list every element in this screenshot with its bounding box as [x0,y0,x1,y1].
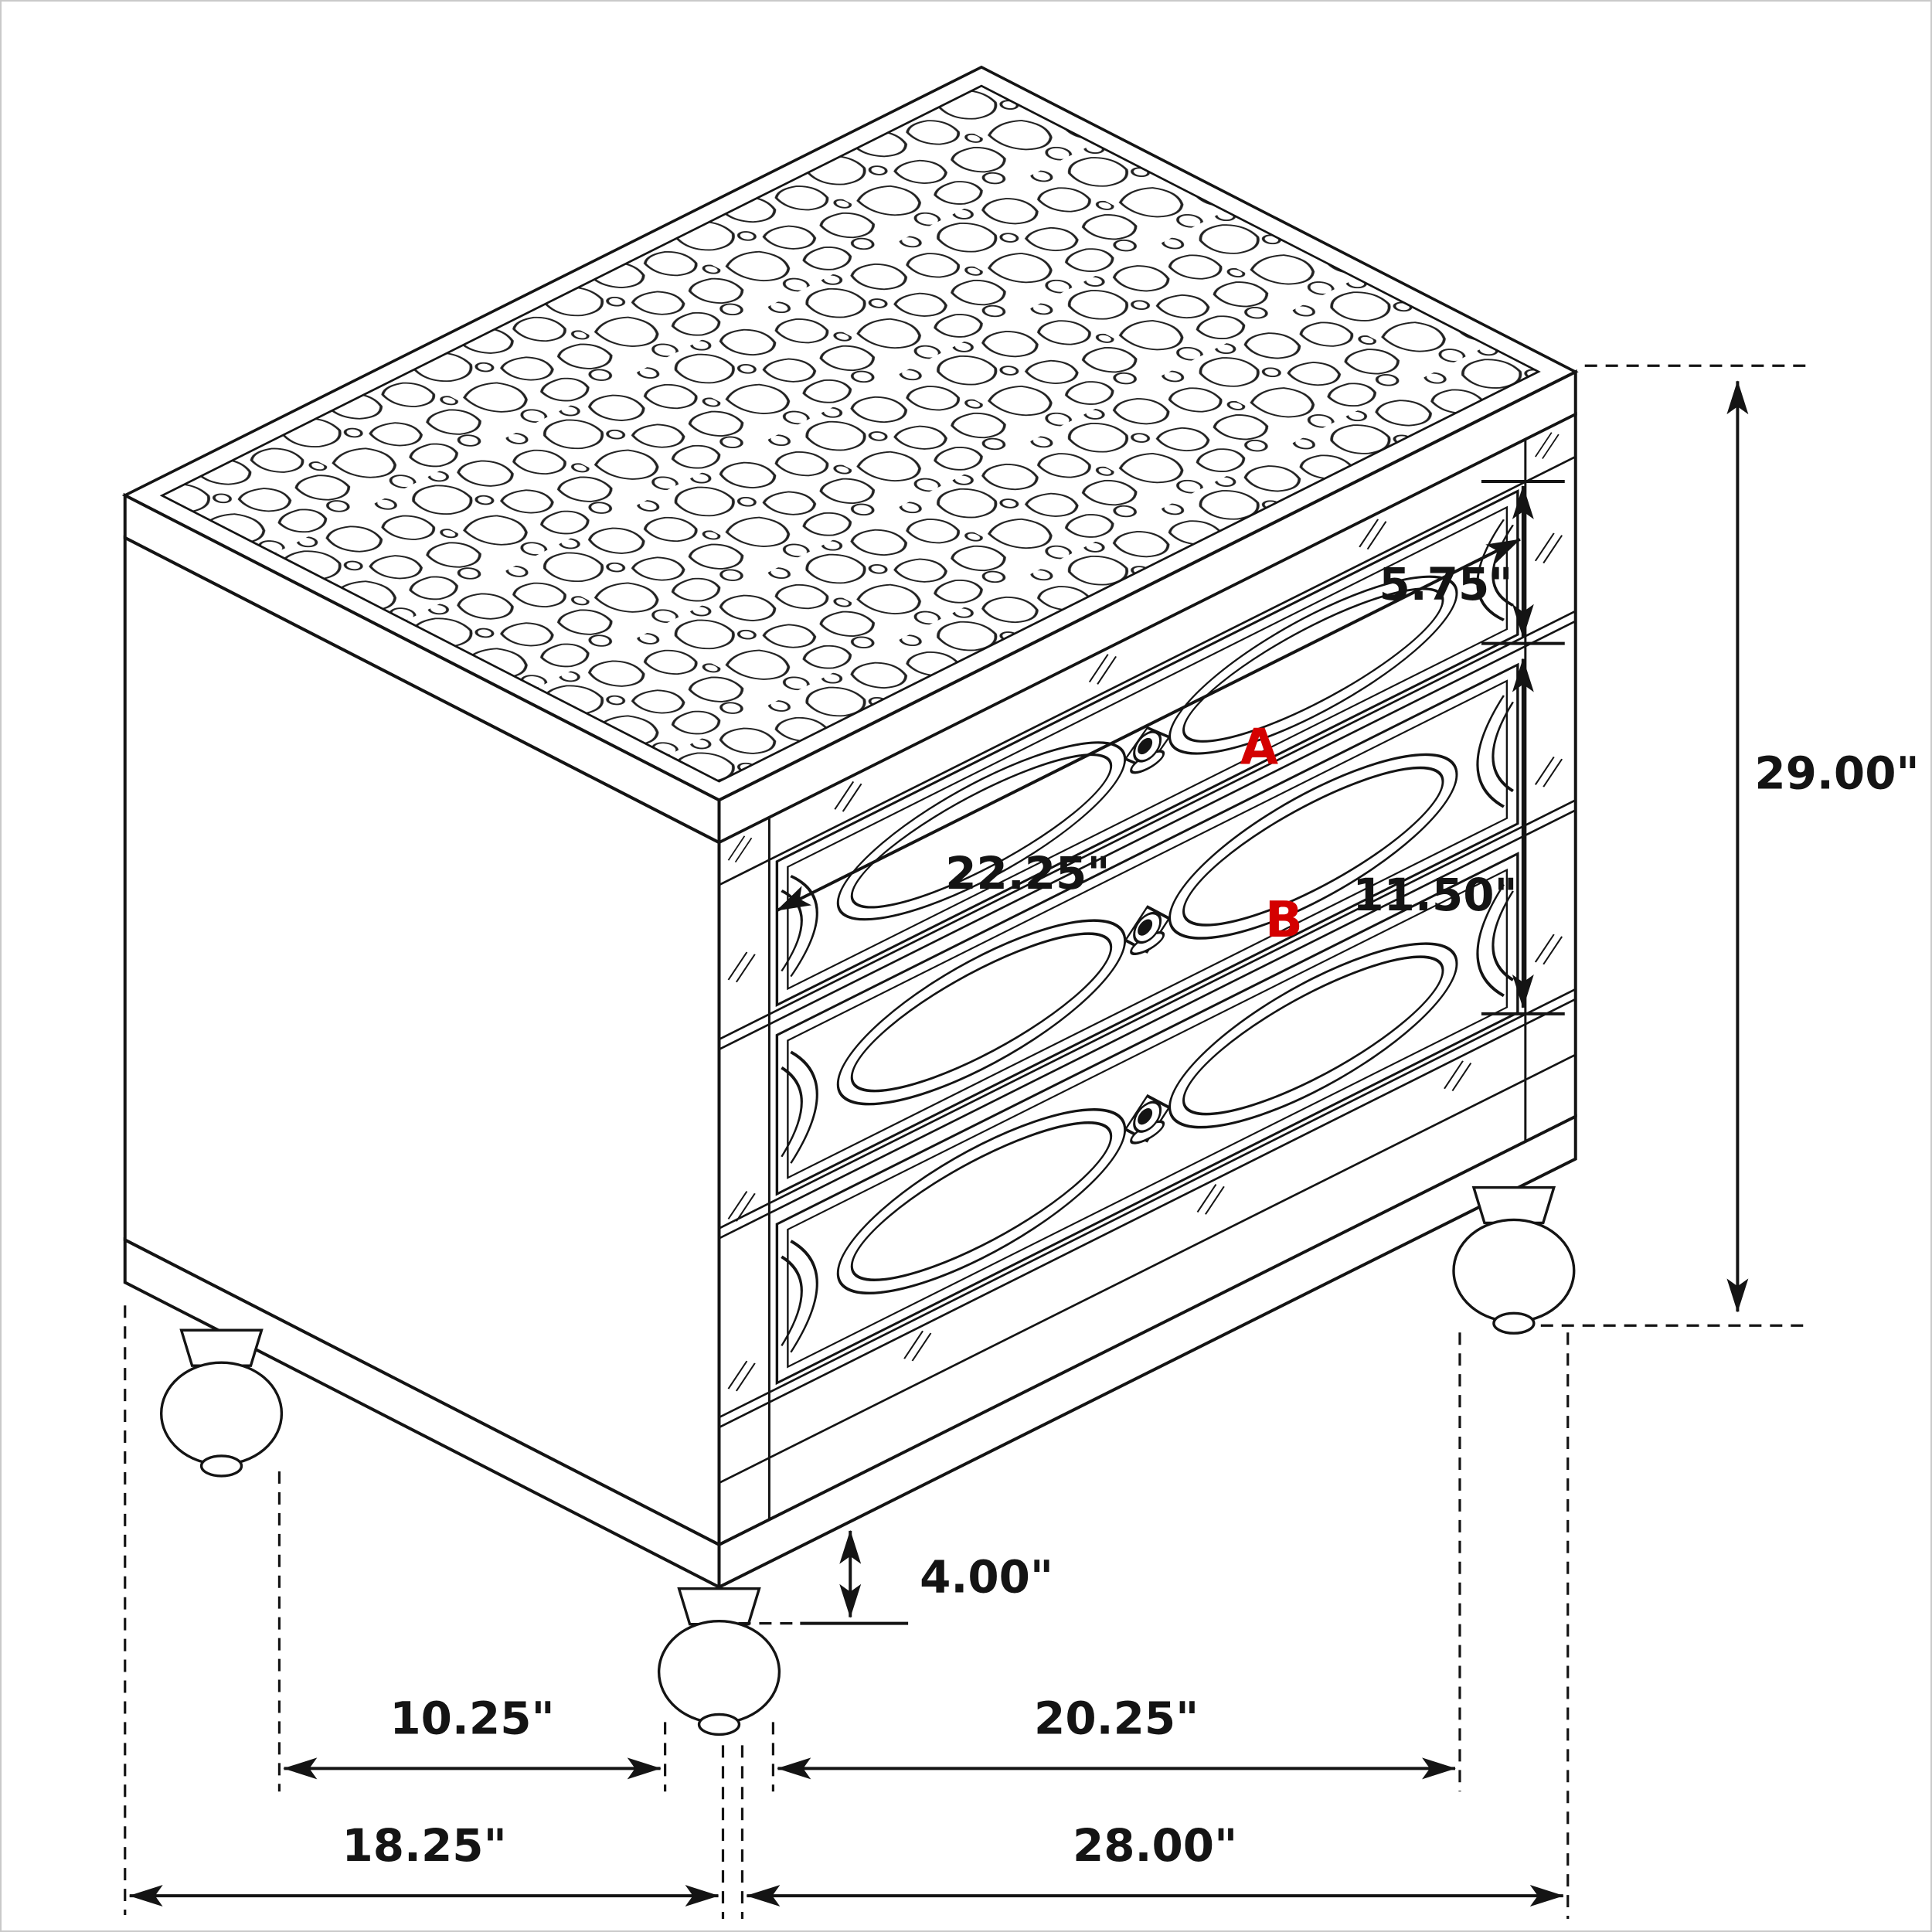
bottom-drawer-height-label: 11.50" [1352,869,1517,921]
overall-width-label: 28.00" [1073,1819,1237,1872]
foot-height-label: 4.00" [920,1551,1053,1604]
side-foot-spacing-label: 10.25" [389,1692,554,1744]
front-left-foot [657,1587,781,1736]
drawer-width-arrow [776,538,1521,912]
overall-height-label: 29.00" [1754,747,1919,799]
marker-b: B [1265,892,1303,949]
drawer-3-inner-border [787,868,1509,1369]
top-drawer-height-label: 5.75" [1379,558,1513,611]
drawer-width-label: 22.25" [945,847,1110,900]
front-foot-spacing-label: 20.25" [1034,1692,1199,1744]
overall-depth-label: 18.25" [342,1819,506,1872]
top-surface [121,65,1579,802]
front-base-molding [717,1114,1577,1590]
extension-lines-bottom [124,1305,1570,1920]
marker-a: A [1240,719,1279,776]
